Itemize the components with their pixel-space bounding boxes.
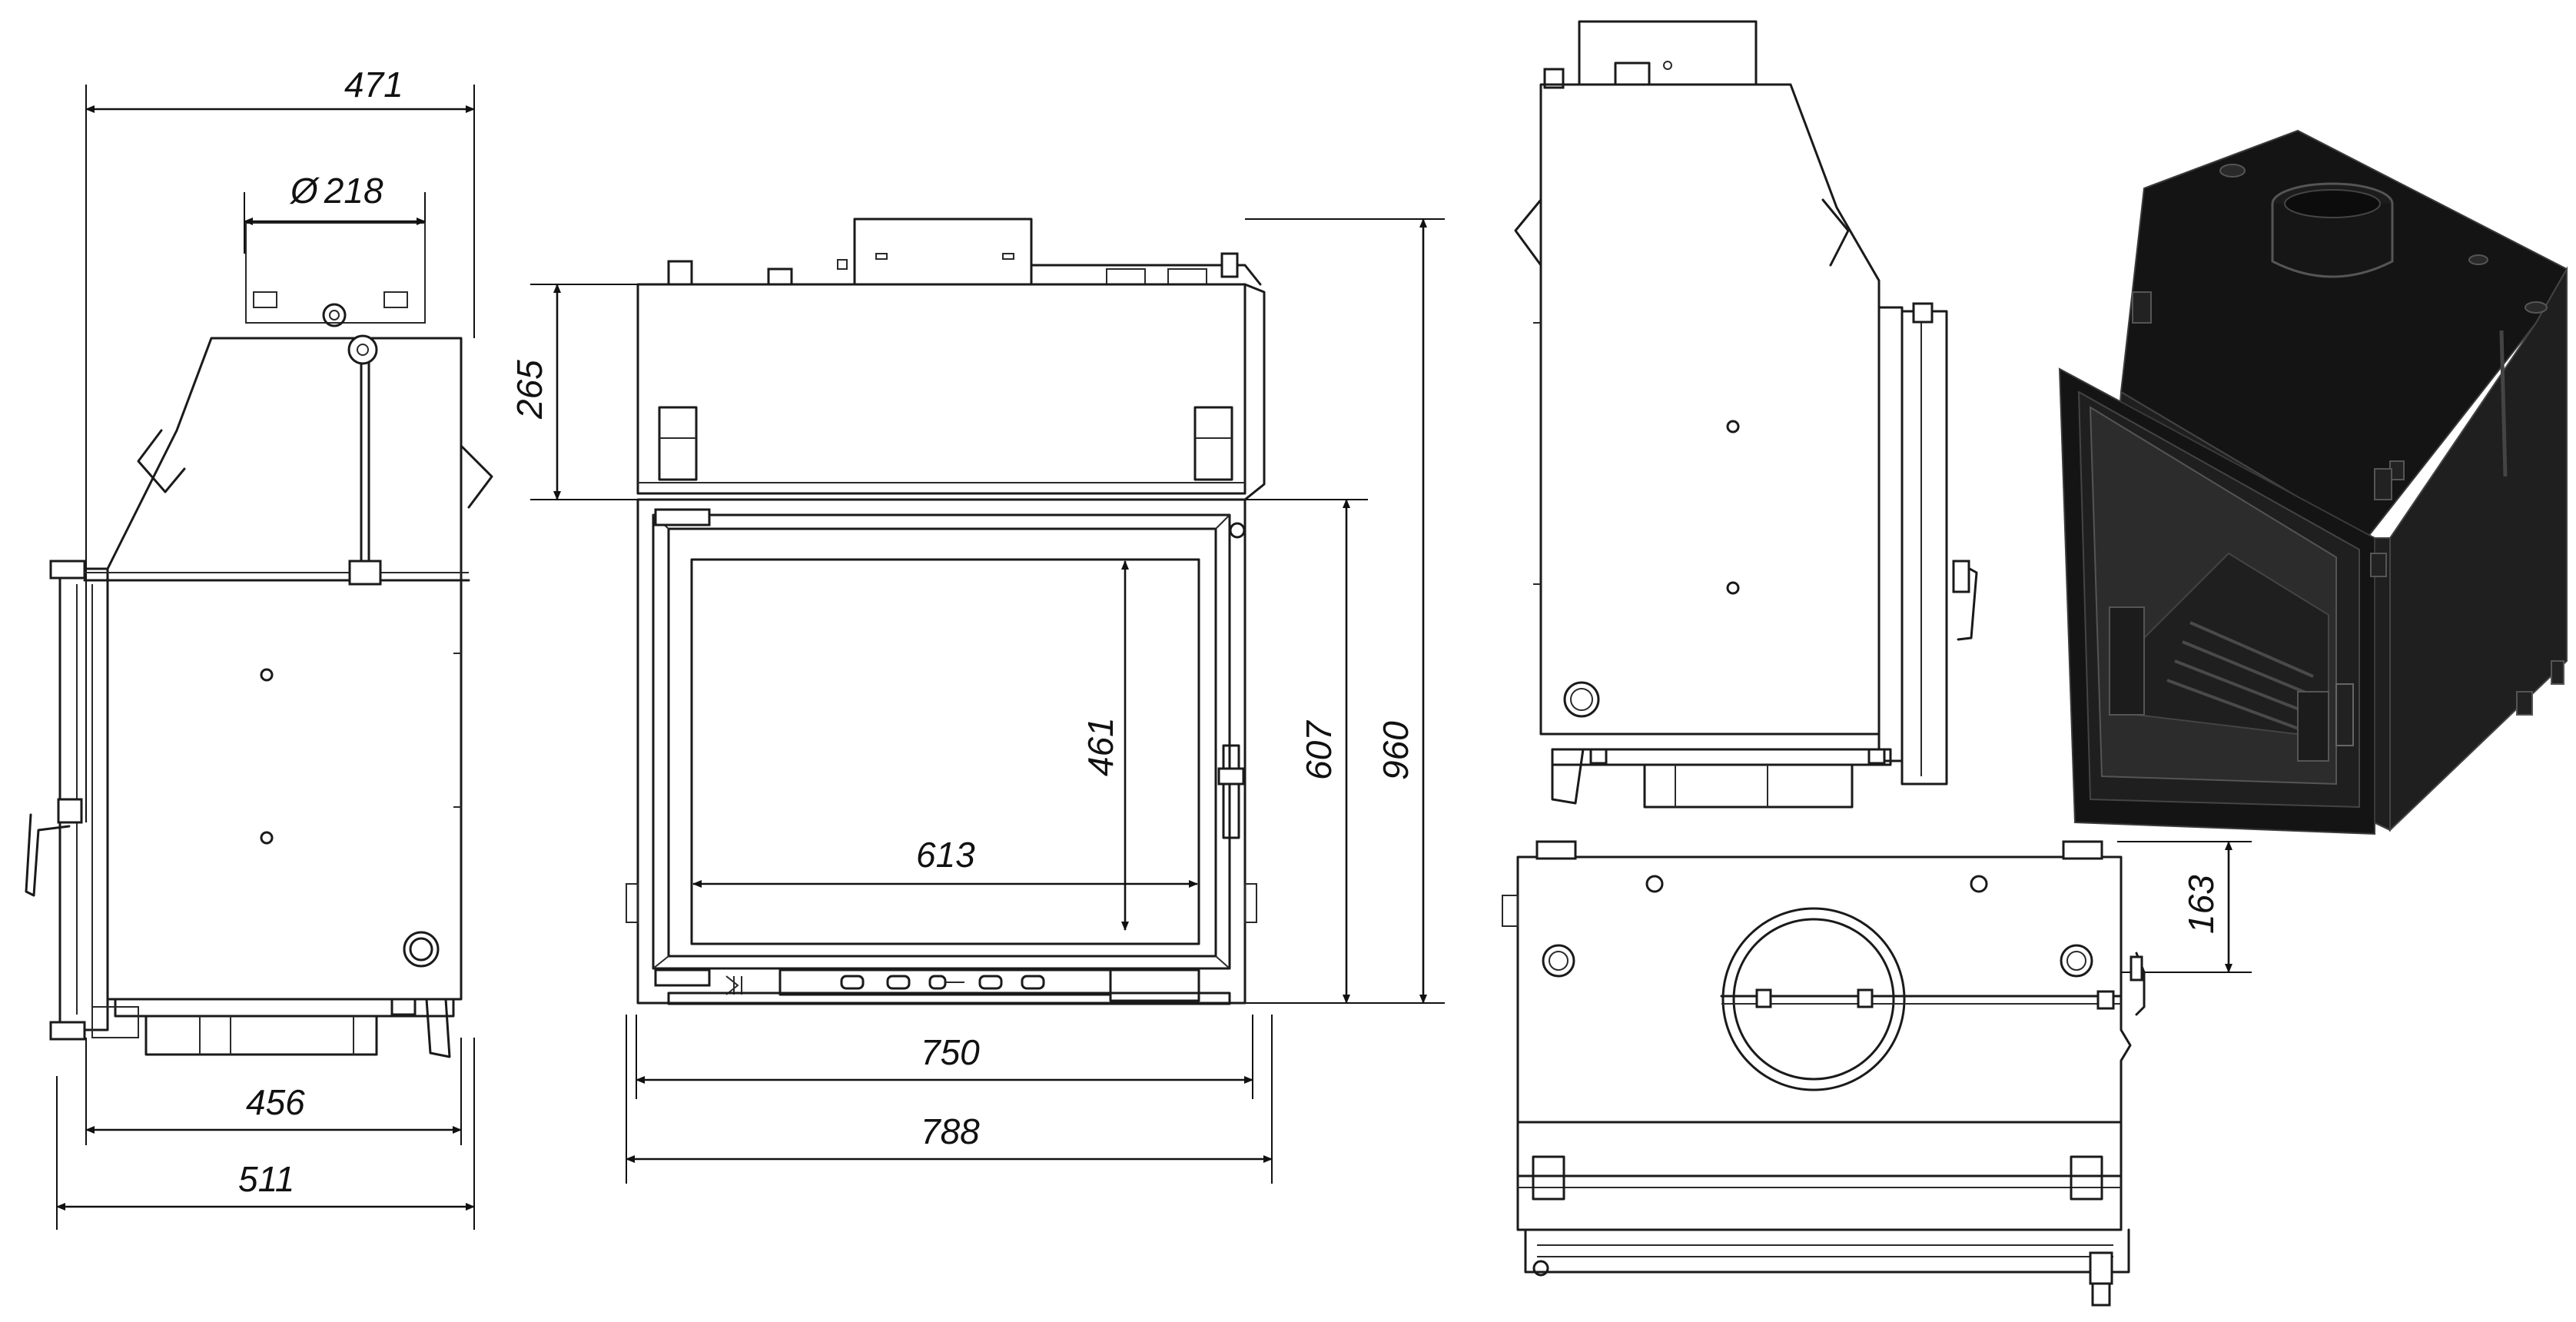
diameter-symbol: Ø (289, 171, 320, 211)
dim-side-top-width: 471 (344, 65, 403, 105)
side-view-2 (1514, 20, 1978, 809)
dim-front-total-height: 960 (1376, 721, 1416, 780)
dim-front-hood-height: 265 (510, 360, 549, 420)
dim-front-door-height: 607 (1299, 720, 1339, 780)
dim-side-bottom-inner: 456 (246, 1082, 305, 1122)
dim-front-outer-width: 788 (921, 1111, 980, 1151)
fireplace-3d-render (2058, 129, 2568, 835)
dim-top-view-offset: 163 (2181, 875, 2221, 934)
top-view: 163 (1502, 840, 2252, 1307)
dim-front-glass-height: 461 (1081, 717, 1120, 776)
front-view: 265 613 461 607 960 750 788 (510, 218, 1445, 1184)
dim-flue-diameter: 218 (324, 171, 383, 211)
dim-front-inner-width: 750 (921, 1032, 980, 1072)
dim-front-glass-width: 613 (916, 835, 975, 875)
dim-side-bottom-outer: 511 (238, 1159, 294, 1199)
